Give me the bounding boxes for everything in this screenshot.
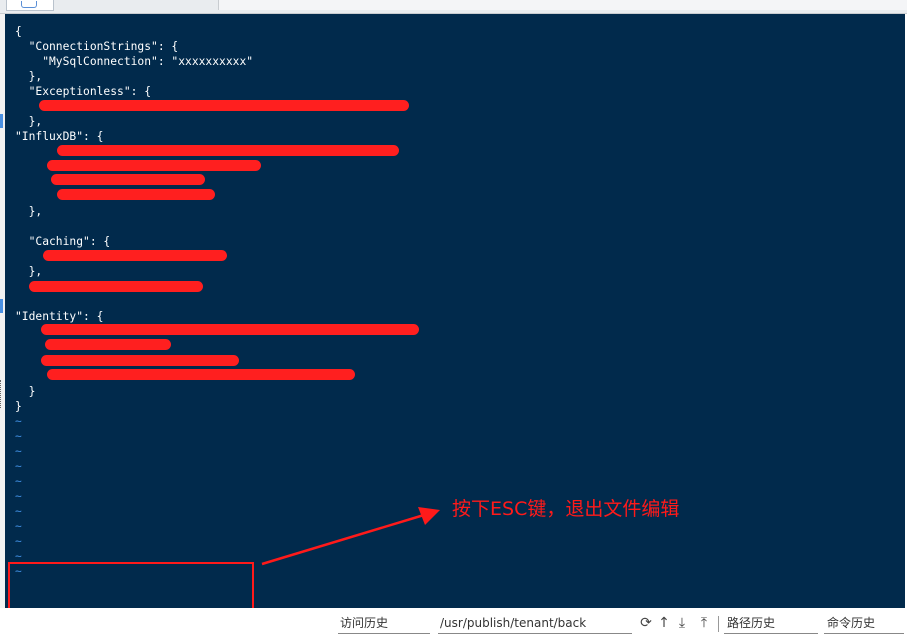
redaction-mark — [43, 250, 227, 261]
code-line: "InfluxDB": { — [15, 130, 104, 143]
empty-line-tilde: ~ — [15, 415, 22, 428]
redaction-mark — [51, 174, 205, 185]
command-history-button[interactable]: 命令历史 — [827, 616, 876, 630]
redaction-mark — [41, 324, 419, 335]
left-gutter — [0, 14, 5, 636]
download-icon[interactable]: ⤓ — [678, 615, 686, 631]
redaction-mark — [47, 369, 355, 380]
empty-line-tilde: ~ — [15, 520, 22, 533]
empty-line-tilde: ~ — [15, 445, 22, 458]
redaction-mark — [57, 189, 215, 200]
visit-history-button[interactable]: 访问历史 — [340, 616, 389, 630]
code-line: }, — [15, 265, 43, 278]
empty-line-tilde: ~ — [15, 505, 22, 518]
gutter-marker — [0, 114, 3, 128]
path-history-underline — [724, 633, 818, 634]
code-line: } — [15, 385, 36, 398]
active-tab[interactable] — [6, 0, 54, 11]
code-line: "Identity": { — [15, 310, 104, 323]
path-underline — [438, 633, 632, 634]
tab-strip — [218, 0, 907, 10]
current-path-field[interactable]: /usr/publish/tenant/back — [440, 616, 587, 630]
code-line: } — [15, 400, 22, 413]
redaction-mark — [47, 160, 261, 171]
code-line: "Exceptionless": { — [15, 85, 152, 98]
path-history-button[interactable]: 路径历史 — [727, 616, 776, 630]
gutter-splitter[interactable] — [0, 380, 4, 408]
highlight-box — [8, 562, 254, 610]
empty-line-tilde: ~ — [15, 490, 22, 503]
tab-icon — [21, 1, 37, 8]
redaction-mark — [39, 100, 409, 111]
terminal-editor[interactable]: { "ConnectionStrings": { "MySqlConnectio… — [5, 14, 905, 608]
empty-line-tilde: ~ — [15, 475, 22, 488]
code-line: }, — [15, 70, 43, 83]
redaction-mark — [45, 339, 171, 350]
empty-line-tilde: ~ — [15, 550, 22, 563]
gutter-marker — [0, 299, 3, 313]
window-top-bar — [0, 0, 907, 14]
code-line: }, — [15, 115, 43, 128]
annotation-text: 按下ESC键，退出文件编辑 — [452, 498, 680, 520]
separator — [718, 616, 719, 632]
code-line: { — [15, 25, 22, 38]
redaction-mark — [41, 355, 239, 366]
visit-history-underline — [338, 633, 430, 634]
empty-line-tilde: ~ — [15, 460, 22, 473]
status-bar: 访问历史 /usr/publish/tenant/back ⟳ ↑ ⤓ ⤒ 路径… — [0, 608, 907, 636]
code-line: "ConnectionStrings": { — [15, 40, 179, 53]
code-line: "MySqlConnection": "xxxxxxxxxx" — [15, 55, 254, 68]
empty-line-tilde: ~ — [15, 535, 22, 548]
command-history-underline — [824, 633, 904, 634]
redaction-mark — [29, 281, 203, 292]
code-line: }, — [15, 205, 43, 218]
empty-line-tilde: ~ — [15, 565, 22, 578]
upload-arrow-icon[interactable]: ↑ — [658, 615, 670, 631]
upload-icon[interactable]: ⤒ — [700, 615, 708, 631]
code-line: "Caching": { — [15, 235, 111, 248]
empty-line-tilde: ~ — [15, 430, 22, 443]
redaction-mark — [57, 145, 399, 156]
refresh-icon[interactable]: ⟳ — [640, 615, 652, 631]
